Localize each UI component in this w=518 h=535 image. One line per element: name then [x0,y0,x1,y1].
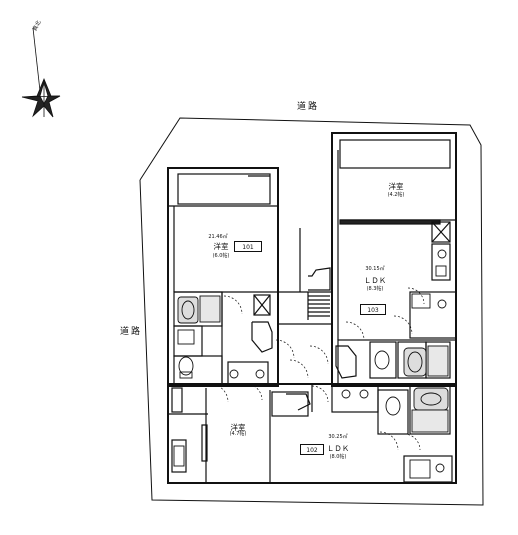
unit-102-ldk: ＬＤＫ [326,444,350,453]
north-arrow-compass-icon [21,27,61,118]
unit-103-ldk-tatami: (8.3帖) [366,286,384,292]
unit-101-room-name: 洋室 [213,242,229,251]
unit-103-western-room-tatami: (4.2帖) [387,192,405,198]
unit-102-western-room-name: 洋室 [230,423,246,432]
unit-102-number: 102 [300,444,324,455]
road-label-left: 道路 [120,327,143,337]
unit-103-area: 30.15㎡ [365,266,385,272]
unit-102-area: 30.25㎡ [328,434,348,440]
unit-103-western-room-name: 洋室 [388,182,404,191]
unit-103-ldk: ＬＤＫ [363,276,387,285]
unit-102-ldk-tatami: (8.0帖) [329,454,347,460]
site-boundary [139,117,484,506]
unit-102-western-room-tatami: (4.7帖) [229,431,247,437]
unit-101-number: 101 [234,241,262,252]
interior-walls [168,139,457,483]
unit-103-number: 103 [360,304,386,315]
road-label-top: 道路 [297,102,320,112]
unit-101-tatami: (6.0帖) [212,253,230,259]
door-swings [209,287,425,451]
fixtures [173,249,449,479]
unit-101-area: 21.46㎡ [208,234,228,240]
